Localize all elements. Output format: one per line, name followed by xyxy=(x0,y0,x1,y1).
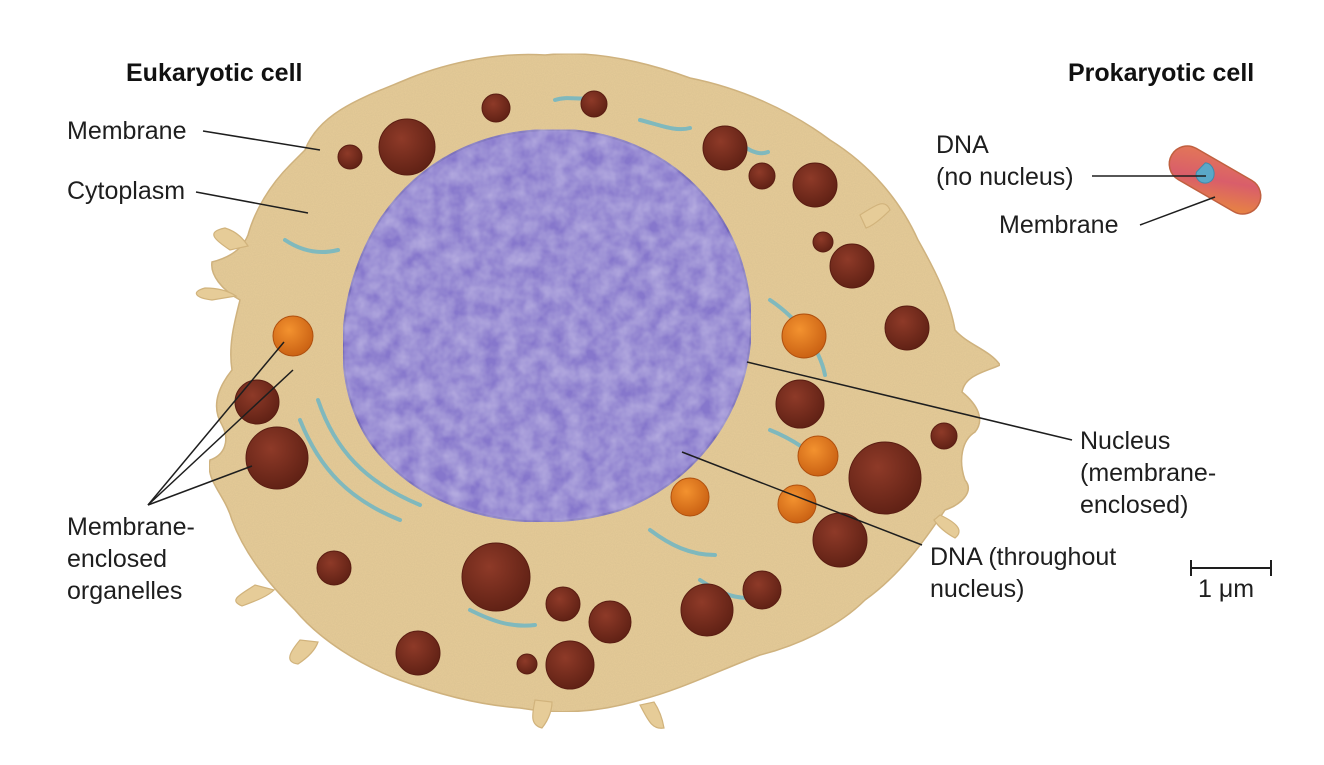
scale-bar-label: 1 μm xyxy=(1198,575,1255,603)
organelles-label-line3: organelles xyxy=(67,577,183,605)
membrane-enclosed-organelles xyxy=(234,90,958,690)
prokaryotic-membrane-label: Membrane xyxy=(999,211,1119,239)
prokaryotic-dna-label-line1: DNA xyxy=(936,131,989,159)
prokaryotic-cell xyxy=(1168,145,1262,215)
nucleus xyxy=(342,128,752,523)
eukaryotic-cell-title: Eukaryotic cell xyxy=(126,59,303,87)
nucleus-label-line2: (membrane- xyxy=(1080,459,1217,487)
prokaryotic-dna-label-line2: (no nucleus) xyxy=(936,163,1074,191)
cell-membrane-projections xyxy=(195,203,960,729)
membrane-label: Membrane xyxy=(67,117,187,145)
leader-lines xyxy=(147,130,1216,546)
cytoplasm-label: Cytoplasm xyxy=(67,177,186,205)
dna-label-line2: nucleus) xyxy=(930,575,1025,603)
prokaryotic-cell-title: Prokaryotic cell xyxy=(1068,59,1255,87)
nucleus-label-line1: Nucleus xyxy=(1080,427,1171,455)
organelles-label-line2: enclosed xyxy=(67,545,168,573)
orange-organelles xyxy=(272,313,839,524)
organelles-label-line1: Membrane- xyxy=(67,513,195,541)
nucleus-label-line3: enclosed) xyxy=(1080,491,1189,519)
dna-label-line1: DNA (throughout xyxy=(930,543,1117,571)
scale-bar xyxy=(1190,560,1272,576)
